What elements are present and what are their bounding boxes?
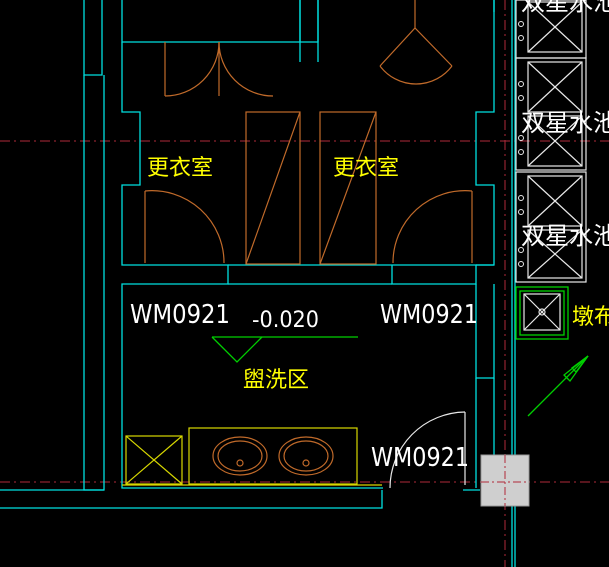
- door-tag-left: WM0921: [130, 300, 230, 330]
- door-tag-right: WM0921: [380, 300, 478, 330]
- middle-doors: [144, 111, 473, 265]
- mop-sink-label: 墩布池: [572, 305, 609, 330]
- mop-sink: [515, 286, 569, 340]
- doors-top: [164, 0, 453, 97]
- double-sink-label-middle: 双星水池: [521, 109, 609, 137]
- locker-room-right-label: 更衣室: [333, 156, 399, 181]
- washing-area-label: 盥洗区: [243, 368, 309, 393]
- bottom-door: [389, 410, 477, 489]
- double-sink-label-bottom: 双星水池: [521, 222, 609, 250]
- walls: [0, 0, 516, 567]
- double-sinks: [515, 0, 587, 283]
- direction-arrow: [527, 355, 589, 417]
- locker-room-left-label: 更衣室: [147, 156, 213, 181]
- wash-fixtures: [122, 336, 382, 486]
- door-tag-bottom: WM0921: [371, 443, 469, 473]
- elevation-label: -0.020: [252, 308, 319, 333]
- double-sink-label-top: 双星水池: [521, 0, 609, 16]
- structural-column: [480, 454, 530, 507]
